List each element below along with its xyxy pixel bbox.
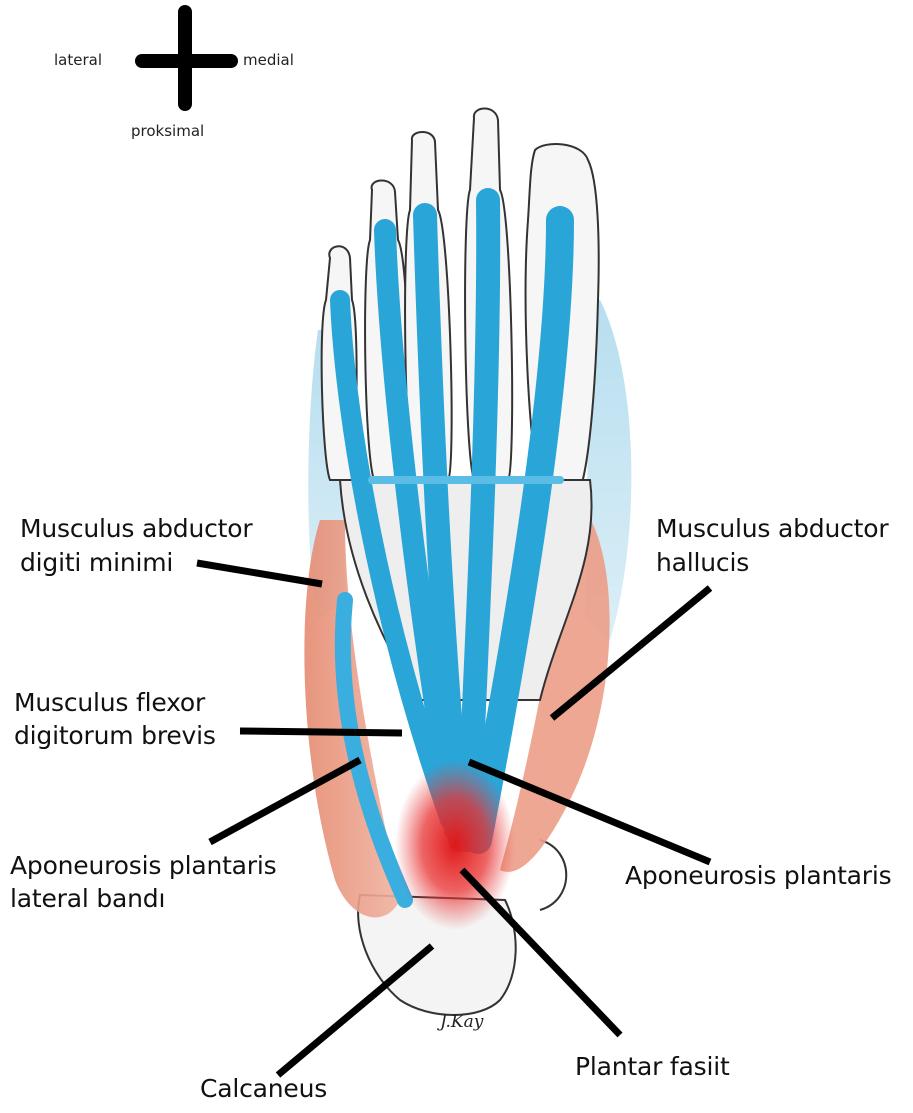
label-aponeurosis-plantaris: Aponeurosis plantaris: [625, 860, 891, 892]
artist-signature: J.Kay: [440, 1012, 483, 1032]
label-flexor-digitorum-brevis-line1: Musculus flexor: [14, 687, 205, 719]
label-abductor-hallucis-line2: hallucis: [656, 547, 749, 579]
label-abductor-digiti-minimi-line1: Musculus abductor: [20, 513, 252, 545]
label-aponeurosis-lateral-line1: Aponeurosis plantaris: [10, 850, 276, 882]
label-calcaneus: Calcaneus: [200, 1073, 327, 1105]
label-flexor-digitorum-brevis-line2: digitorum brevis: [14, 720, 216, 752]
label-abductor-digiti-minimi-line2: digiti minimi: [20, 547, 173, 579]
label-abductor-hallucis-line1: Musculus abductor: [656, 513, 888, 545]
label-plantar-fasiit: Plantar fasiit: [575, 1051, 730, 1083]
label-aponeurosis-lateral-line2: lateral bandı: [10, 883, 165, 915]
orientation-medial-label: medial: [243, 51, 294, 69]
orientation-lateral-label: lateral: [54, 51, 102, 69]
orientation-cross-icon: [142, 12, 231, 104]
orientation-proximal-label: proksimal: [131, 122, 204, 140]
